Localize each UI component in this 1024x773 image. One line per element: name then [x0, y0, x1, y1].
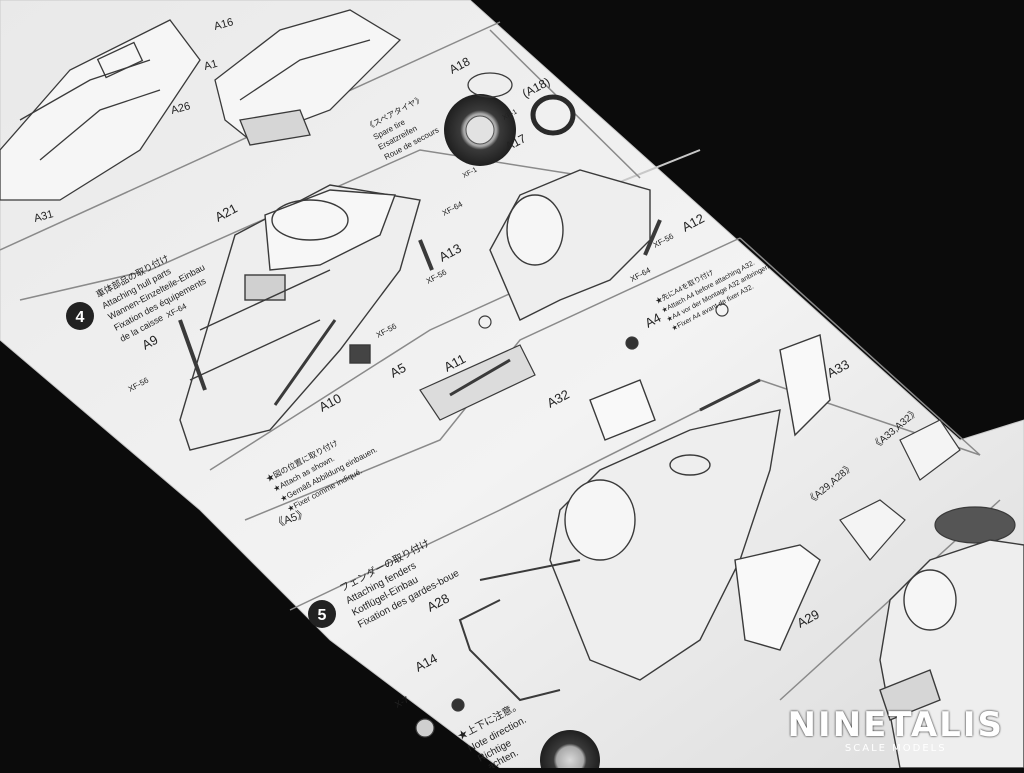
- watermark-brand: NINETALIS: [787, 705, 1004, 745]
- step5-number: 5: [318, 607, 327, 624]
- step4-detail-inset: [419, 315, 536, 421]
- step4-number: 4: [76, 309, 85, 326]
- step5-part-label: A4: [642, 310, 663, 331]
- top-part-label: A31: [33, 208, 55, 225]
- bottom-tire-drawing: [540, 730, 600, 773]
- step4-hull-drawing: [178, 184, 434, 451]
- step4-hull-rear-drawing: [489, 169, 662, 321]
- step6-hull-partial: [879, 539, 1024, 769]
- top-part-label: A1: [203, 58, 219, 73]
- step5-hull-drawing: [458, 334, 831, 702]
- watermark-subtitle: SCALE MODELS: [844, 743, 947, 754]
- step4-badge: 4: [66, 302, 94, 330]
- hull-drawing-top-left: [0, 19, 201, 201]
- step4-part-label: A9: [139, 332, 160, 353]
- step4-part-label: A5: [387, 360, 408, 381]
- step5-badge: 5: [308, 600, 336, 628]
- hull-drawing-top-center: [214, 9, 402, 146]
- spare-tire-drawing: [444, 72, 576, 166]
- top-part-label: A26: [170, 100, 192, 117]
- top-part-label: A16: [213, 16, 235, 33]
- step5-small-details: [415, 303, 1016, 738]
- ninetalis-watermark: NINETALIS SCALE MODELS: [788, 705, 1004, 754]
